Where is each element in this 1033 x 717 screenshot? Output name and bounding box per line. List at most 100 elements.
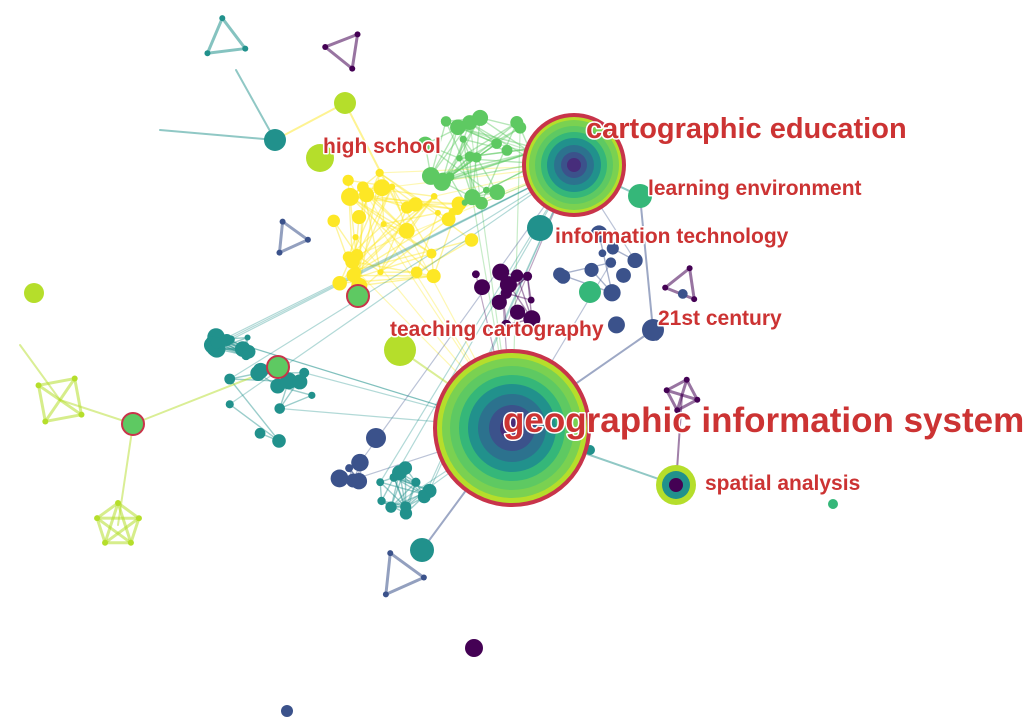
network-edge (393, 476, 423, 495)
network-node (304, 236, 311, 243)
network-edge (442, 151, 532, 182)
network-node (464, 189, 481, 206)
network-node (663, 387, 670, 394)
network-node (492, 263, 510, 281)
network-node (421, 167, 440, 185)
label-high-school: high school (323, 135, 441, 158)
label-learning-environment: learning environment (648, 177, 862, 200)
network-edge (235, 69, 276, 141)
network-edge (352, 274, 435, 277)
network-node (471, 270, 480, 279)
network-node (426, 248, 437, 259)
network-node (377, 496, 386, 506)
network-edge (663, 266, 692, 290)
network-node (411, 477, 421, 487)
network-edge (279, 394, 313, 410)
network-edge (323, 45, 354, 71)
network-edge (73, 377, 83, 417)
network-node (352, 234, 359, 241)
network-node (500, 319, 512, 331)
network-edge (424, 143, 488, 191)
network-edge (205, 47, 247, 55)
network-edge (205, 16, 224, 55)
network-edge (379, 481, 405, 507)
network-node (450, 119, 466, 136)
network-node (556, 269, 571, 284)
network-node (341, 187, 360, 206)
network-node (499, 276, 517, 294)
hub-node-cartographic-education (522, 113, 626, 217)
network-node (377, 269, 384, 276)
network-node (24, 283, 44, 303)
network-node (628, 184, 652, 208)
network-node (244, 334, 251, 341)
network-node (355, 479, 364, 489)
network-edge (37, 383, 47, 423)
network-node (434, 209, 441, 216)
network-node (464, 233, 479, 247)
label-teaching-cartography: teaching cartography (390, 318, 604, 341)
network-node (281, 705, 293, 717)
network-edge (333, 220, 358, 256)
network-edge (281, 220, 310, 242)
network-edge (59, 399, 134, 425)
network-edge (349, 196, 408, 232)
network-edge (445, 120, 483, 204)
network-edge (350, 32, 360, 71)
network-node (121, 412, 145, 436)
network-node (465, 639, 483, 657)
network-node (35, 382, 42, 389)
network-edge (391, 186, 433, 255)
network-edge (685, 378, 699, 402)
network-node (346, 284, 370, 308)
network-edge (441, 151, 532, 183)
network-node (380, 221, 387, 228)
network-node (115, 500, 122, 506)
network-edge (117, 423, 134, 526)
network-edge (365, 194, 408, 232)
network-edge (229, 403, 280, 442)
network-edge (19, 344, 61, 401)
network-edge (379, 218, 450, 273)
label-21st-century: 21st century (658, 307, 782, 330)
network-node (351, 210, 367, 225)
network-node (135, 515, 142, 522)
network-node (224, 373, 236, 385)
network-edge (344, 102, 401, 211)
network-node (384, 334, 416, 366)
network-edge (449, 121, 518, 178)
network-edge (433, 195, 454, 213)
network-edge (388, 551, 426, 580)
network-node (584, 262, 599, 278)
network-edge (379, 481, 423, 495)
network-node (349, 65, 356, 72)
network-edge (384, 551, 392, 596)
network-edge (159, 129, 276, 141)
network-node (308, 391, 316, 399)
network-edge (462, 138, 508, 152)
network-edge (415, 212, 439, 273)
network-node (376, 478, 385, 487)
network-edge (129, 516, 141, 545)
network-edge (349, 196, 435, 277)
hub-node-spatial-analysis (656, 465, 696, 505)
network-edge (95, 516, 133, 545)
network-node (71, 375, 78, 382)
network-edge (103, 516, 141, 545)
network-node (241, 350, 251, 361)
network-edge (430, 120, 447, 177)
network-node (327, 214, 340, 228)
network-edge (639, 195, 654, 331)
network-node (219, 15, 226, 22)
network-node (94, 515, 101, 522)
network-node (627, 252, 643, 269)
network-node (127, 539, 134, 546)
network-edge (379, 206, 408, 273)
network-node (266, 355, 290, 379)
network-node (440, 116, 452, 127)
network-node (373, 179, 391, 197)
network-node (359, 187, 375, 203)
network-node (292, 374, 308, 390)
network-node (445, 172, 455, 182)
network-edge (382, 212, 439, 225)
